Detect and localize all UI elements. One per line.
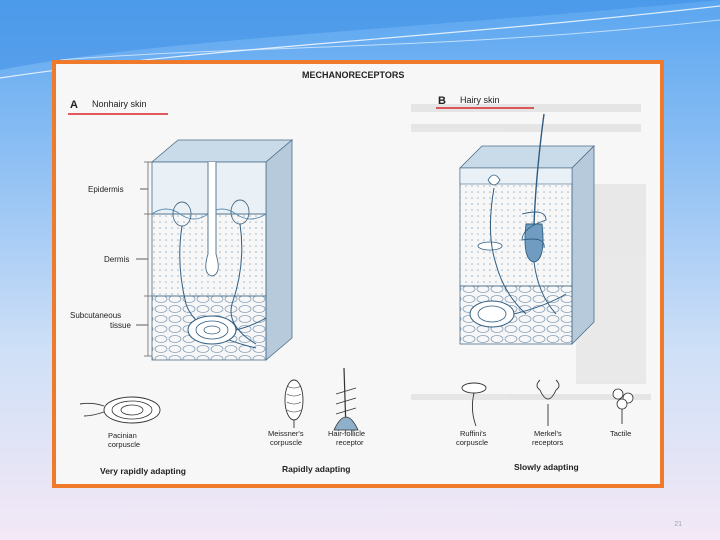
hairy-skin-block (459, 113, 595, 345)
ruffini-corpuscle-figure (461, 382, 487, 427)
label-dermis: Dermis (104, 255, 129, 264)
panel-a-label: Nonhairy skin (92, 99, 147, 109)
figure-frame: MECHANORECEPTORS A Nonhairy skin B Hairy… (52, 60, 664, 488)
category-slow: Slowly adapting (514, 462, 579, 472)
tactile-disc-figure (612, 388, 634, 424)
slide-number: 21 (674, 521, 682, 528)
category-very-rapid: Very rapidly adapting (100, 466, 186, 476)
merkel-label-1: Merkel's (534, 429, 562, 438)
merkel-receptors-figure (536, 379, 560, 426)
hair-follicle-label-1: Hair-follicle (328, 429, 365, 438)
mechanoreceptor-diagram: MECHANORECEPTORS A Nonhairy skin B Hairy… (68, 70, 651, 476)
meissner-label-2: corpuscle (270, 438, 302, 447)
panel-b-letter: B (438, 95, 446, 107)
panel-b-label: Hairy skin (460, 95, 500, 105)
panel-a-letter: A (70, 99, 78, 111)
hair-follicle-receptor-figure (333, 367, 359, 431)
label-epidermis: Epidermis (88, 185, 124, 194)
figure-title: MECHANORECEPTORS (302, 70, 404, 80)
ruffini-label-1: Ruffini's (460, 429, 487, 438)
nonhairy-skin-block (150, 139, 294, 361)
meissner-corpuscle-figure (284, 379, 304, 428)
pacinian-label-2: corpuscle (108, 440, 140, 449)
layer-labels: Epidermis Dermis Subcutaneous tissue (70, 161, 152, 357)
category-rapid: Rapidly adapting (282, 464, 350, 474)
label-tissue: tissue (110, 321, 131, 330)
merkel-label-2: receptors (532, 438, 564, 447)
ruffini-label-2: corpuscle (456, 438, 488, 447)
pacinian-label-1: Pacinian (108, 431, 137, 440)
label-subcutaneous: Subcutaneous (70, 311, 121, 320)
pacinian-corpuscle-figure (79, 396, 161, 424)
meissner-label-1: Meissner's (268, 429, 304, 438)
hair-follicle-label-2: receptor (336, 438, 364, 447)
tactile-label: Tactile (610, 429, 631, 438)
